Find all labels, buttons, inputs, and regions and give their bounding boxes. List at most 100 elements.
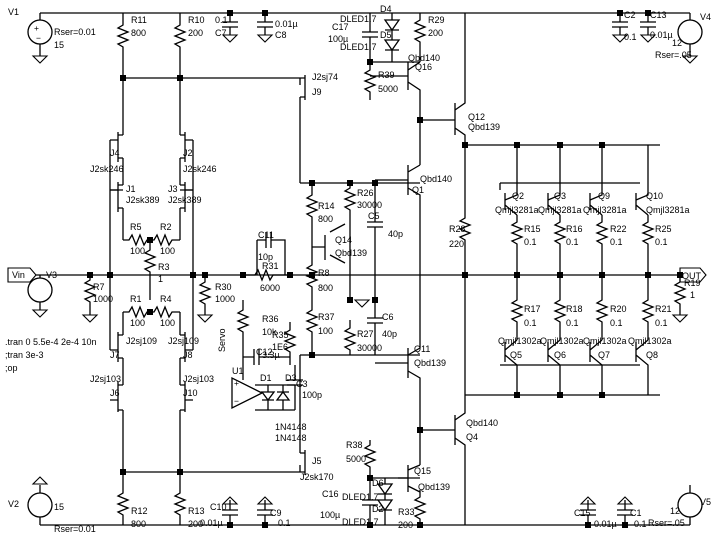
- svg-text:Qmjl3281a: Qmjl3281a: [538, 205, 582, 215]
- svg-text:Q5: Q5: [510, 350, 522, 360]
- svg-text:−: −: [36, 33, 41, 43]
- svg-text:Qbd140: Qbd140: [466, 418, 498, 428]
- svg-text:Qbd139: Qbd139: [335, 248, 367, 258]
- svg-text:Qbd140: Qbd140: [420, 174, 452, 184]
- svg-text:100: 100: [130, 246, 145, 256]
- svg-text:D5: D5: [380, 30, 392, 40]
- svg-text:C17: C17: [332, 22, 349, 32]
- svg-text:DLED1.7: DLED1.7: [340, 14, 377, 24]
- svg-text:U1: U1: [232, 366, 244, 376]
- v1-rser: Rser=0.01: [54, 27, 96, 37]
- tran-alt-directive: ;tran 3e-3: [5, 350, 44, 360]
- svg-text:3.3µ: 3.3µ: [262, 350, 280, 360]
- svg-text:200: 200: [188, 28, 203, 38]
- svg-text:R16: R16: [566, 224, 583, 234]
- svg-text:R15: R15: [524, 224, 541, 234]
- svg-text:5000: 5000: [378, 84, 398, 94]
- svg-text:R17: R17: [524, 304, 541, 314]
- vin-port: Vin: [12, 270, 25, 280]
- svg-text:R21: R21: [655, 304, 672, 314]
- svg-text:C9: C9: [270, 508, 282, 518]
- opamp-u1: + − U1 Servo: [217, 328, 264, 410]
- svg-text:1N4148: 1N4148: [275, 433, 307, 443]
- svg-text:+: +: [234, 378, 239, 388]
- svg-text:J4: J4: [110, 148, 120, 158]
- svg-text:Qmjl1302a: Qmjl1302a: [498, 336, 542, 346]
- svg-text:J5: J5: [312, 456, 322, 466]
- svg-text:40p: 40p: [382, 329, 397, 339]
- svg-text:0.1: 0.1: [610, 318, 623, 328]
- svg-text:J2: J2: [183, 148, 193, 158]
- svg-text:800: 800: [318, 283, 333, 293]
- svg-text:J6: J6: [110, 388, 120, 398]
- svg-text:C11: C11: [258, 230, 274, 240]
- svg-text:D4: D4: [380, 4, 392, 14]
- svg-text:J10: J10: [183, 388, 198, 398]
- svg-text:10k: 10k: [262, 327, 277, 337]
- v2-value: 15: [54, 502, 64, 512]
- svg-text:C2: C2: [624, 10, 636, 20]
- svg-text:Q1: Q1: [412, 185, 424, 195]
- svg-text:R28: R28: [449, 224, 466, 234]
- svg-text:100: 100: [318, 326, 333, 336]
- svg-text:6000: 6000: [260, 283, 280, 293]
- svg-text:0.1: 0.1: [278, 518, 291, 528]
- svg-text:R10: R10: [188, 15, 205, 25]
- svg-text:Q10: Q10: [646, 191, 663, 201]
- svg-text:J2sk170: J2sk170: [300, 472, 334, 482]
- svg-text:Qbd139: Qbd139: [418, 482, 450, 492]
- svg-text:100µ: 100µ: [328, 34, 348, 44]
- svg-text:R30: R30: [215, 282, 232, 292]
- svg-text:J2sk389: J2sk389: [168, 195, 202, 205]
- svg-text:0.1: 0.1: [566, 318, 579, 328]
- svg-text:J2sj74: J2sj74: [312, 72, 338, 82]
- svg-text:0.01µ: 0.01µ: [594, 519, 617, 529]
- svg-text:R4: R4: [160, 294, 172, 304]
- out-port: OUT: [682, 271, 702, 281]
- svg-text:0.1: 0.1: [655, 318, 668, 328]
- svg-text:C13: C13: [650, 10, 667, 20]
- svg-text:Q7: Q7: [598, 350, 610, 360]
- svg-text:Qbd140: Qbd140: [408, 53, 440, 63]
- svg-text:D1: D1: [260, 373, 272, 383]
- svg-text:R2: R2: [160, 222, 172, 232]
- svg-text:R35: R35: [272, 330, 289, 340]
- svg-text:Q4: Q4: [466, 432, 478, 442]
- svg-text:R7: R7: [93, 282, 105, 292]
- svg-text:200: 200: [398, 520, 413, 530]
- svg-text:Qmjl3281a: Qmjl3281a: [583, 205, 627, 215]
- v4-rser: Rser=.05: [655, 50, 692, 60]
- svg-text:Qmjl1302a: Qmjl1302a: [540, 336, 584, 346]
- supply-v2: V2 15 Rser=0.01: [8, 476, 96, 534]
- svg-text:10p: 10p: [258, 252, 273, 262]
- junctions: [87, 10, 683, 528]
- svg-text:Servo: Servo: [217, 328, 227, 352]
- svg-text:D6: D6: [372, 478, 384, 488]
- svg-text:DLED1.7: DLED1.7: [342, 517, 379, 527]
- svg-text:R25: R25: [655, 224, 672, 234]
- svg-text:0.1: 0.1: [655, 237, 668, 247]
- svg-text:R37: R37: [318, 312, 335, 322]
- v4-label: V4: [700, 12, 711, 22]
- v2-label: V2: [8, 499, 19, 509]
- svg-text:J1: J1: [126, 184, 136, 194]
- svg-text:100µ: 100µ: [320, 510, 340, 520]
- supply-v1: +− V1 Rser=0.01 15: [8, 7, 96, 64]
- svg-text:−: −: [234, 396, 239, 406]
- svg-text:Qmjl3281a: Qmjl3281a: [646, 205, 690, 215]
- v2-rser: Rser=0.01: [54, 524, 96, 534]
- svg-text:C12: C12: [256, 347, 273, 357]
- svg-text:Q15: Q15: [414, 466, 431, 476]
- svg-text:Q3: Q3: [554, 191, 566, 201]
- svg-text:200: 200: [428, 28, 443, 38]
- svg-text:C5: C5: [368, 211, 380, 221]
- svg-text:Q8: Q8: [646, 350, 658, 360]
- svg-text:1E6: 1E6: [272, 342, 288, 352]
- svg-text:Qbd139: Qbd139: [414, 358, 446, 368]
- svg-text:R1: R1: [130, 294, 142, 304]
- svg-text:J2sk246: J2sk246: [90, 164, 124, 174]
- svg-text:Q12: Q12: [468, 112, 485, 122]
- svg-text:R5: R5: [130, 222, 142, 232]
- svg-text:0.01µ: 0.01µ: [200, 518, 223, 528]
